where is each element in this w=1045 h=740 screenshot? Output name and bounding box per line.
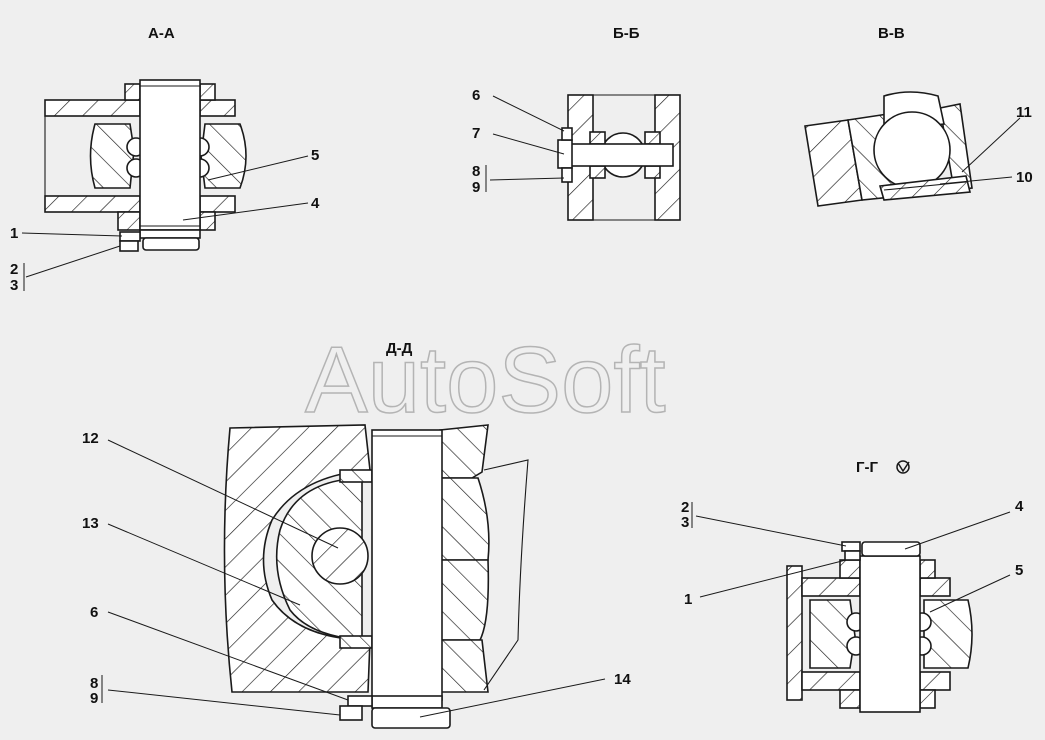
- section-aa-figure: [44, 79, 247, 252]
- label-bb-8: 8: [472, 163, 480, 180]
- label-gg-3: 3: [681, 514, 689, 531]
- label-gg-5: 5: [1015, 562, 1023, 579]
- label-bb-6: 6: [472, 87, 480, 104]
- leader-aa-2-3: [25, 245, 121, 278]
- section-aa: А-А: [10, 25, 320, 294]
- section-bb-figure: [557, 94, 681, 221]
- label-vv-11: 11: [1016, 104, 1032, 121]
- section-gg-figure: [786, 541, 973, 713]
- label-vv-10: 10: [1016, 169, 1033, 186]
- label-dd-8: 8: [90, 675, 98, 692]
- label-gg-2: 2: [681, 499, 689, 516]
- leader-aa-1: [21, 232, 123, 237]
- section-dd-figure: [223, 424, 529, 729]
- section-vv: В-В 11 10: [804, 25, 1033, 207]
- label-bb-7: 7: [472, 125, 480, 142]
- section-bb: Б-Б 6 7 8 9: [472, 25, 681, 221]
- label-dd-6: 6: [90, 604, 98, 621]
- section-vv-title: В-В: [878, 25, 905, 42]
- label-dd-13: 13: [82, 515, 99, 532]
- label-dd-9: 9: [90, 690, 98, 707]
- watermark-text: AutoSoft: [305, 327, 666, 432]
- label-dd-14: 14: [614, 671, 631, 688]
- rotate-view-icon: [896, 460, 910, 474]
- section-gg: Г-Г: [681, 459, 1024, 713]
- label-aa-1: 1: [10, 225, 18, 242]
- label-gg-1: 1: [684, 591, 692, 608]
- section-dd-title: Д-Д: [386, 340, 413, 357]
- label-bb-9: 9: [472, 179, 480, 196]
- label-aa-3: 3: [10, 277, 18, 294]
- section-gg-title: Г-Г: [856, 459, 878, 476]
- label-aa-4: 4: [311, 195, 320, 212]
- leader-aa-4: [182, 202, 309, 221]
- leader-aa-5: [207, 155, 309, 181]
- section-bb-title: Б-Б: [613, 25, 640, 42]
- label-aa-2: 2: [10, 261, 18, 278]
- label-aa-5: 5: [311, 147, 319, 164]
- section-aa-title: А-А: [148, 25, 175, 42]
- section-vv-figure: [804, 91, 973, 207]
- section-dd: Д-Д: [82, 340, 631, 729]
- label-gg-4: 4: [1015, 498, 1024, 515]
- label-dd-12: 12: [82, 430, 99, 447]
